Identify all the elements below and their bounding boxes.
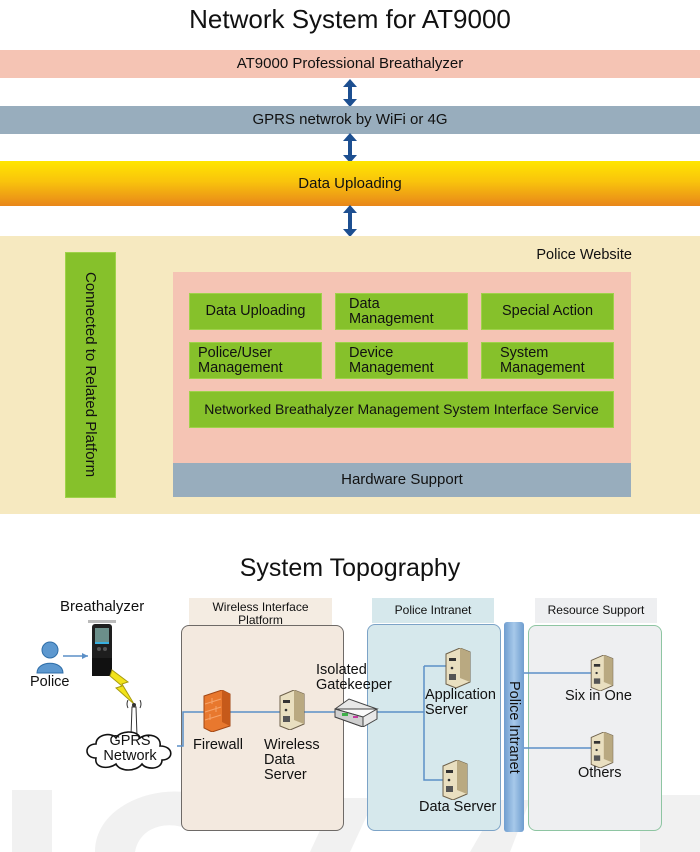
data-uploading-band-label: Data Uploading [298, 175, 402, 192]
gprs-label-line: GPRS [109, 733, 151, 749]
module-label: Device [349, 344, 394, 361]
module-label: Data [349, 295, 380, 312]
website-modules-container: Data Uploading Data Management Special A… [173, 272, 631, 482]
module-data-management: Data Management [335, 293, 468, 330]
gprs-network-label: GPRS Network [90, 734, 170, 764]
six-in-one-server-icon [590, 655, 614, 691]
gatekeeper-label-line: Gatekeeper [316, 677, 392, 693]
bidirectional-arrow-icon [343, 133, 357, 163]
others-server-icon [590, 732, 614, 768]
application-server-icon [445, 648, 471, 688]
gprs-label-line: Network [103, 748, 157, 764]
topography-title: System Topography [239, 554, 461, 582]
server-label-line: Data [264, 752, 295, 768]
module-special-action: Special Action [481, 293, 614, 330]
connected-related-platform-label: Connected to Related Platform [82, 272, 99, 478]
firewall-icon [203, 690, 231, 732]
server-label-line: Server [425, 702, 468, 718]
resource-support-header: Resource Support [535, 598, 657, 623]
gprs-band-label: GPRS netwrok by WiFi or 4G [252, 111, 448, 128]
module-label: Police/User [198, 344, 273, 361]
gatekeeper-label-line: Isolated [316, 662, 367, 678]
police-intranet-header: Police Intranet [372, 598, 494, 623]
police-intranet-box [367, 624, 501, 831]
lightning-bolt-icon [109, 669, 135, 705]
wireless-data-server-label: Wireless Data Server [264, 738, 320, 783]
police-label: Police [30, 674, 70, 690]
police-intranet-bar-label: Police Intranet [506, 680, 522, 774]
module-label: System [500, 344, 549, 361]
module-police-user-management: Police/User Management [189, 342, 322, 379]
module-label: Special Action [501, 303, 594, 319]
gprs-cloud-icon [86, 731, 172, 771]
hardware-support-bar: Hardware Support [173, 463, 631, 497]
others-label: Others [578, 765, 622, 781]
police-person-icon [36, 641, 64, 674]
network-system-title: Network System for AT9000 [189, 4, 511, 34]
bidirectional-arrow-icon [343, 79, 357, 107]
firewall-label: Firewall [193, 737, 243, 753]
hardware-support-label: Hardware Support [341, 471, 463, 488]
police-website-panel: Connected to Related Platform Police Web… [0, 236, 700, 514]
wireless-platform-header: Wireless Interface Platform [189, 598, 332, 627]
isolated-gatekeeper-label: Isolated Gatekeeper [316, 663, 392, 693]
module-label: Networked Breathalyzer Management System… [204, 401, 599, 417]
data-server-label: Data Server [419, 799, 497, 815]
module-system-management: System Management [481, 342, 614, 379]
module-label: Data Uploading [205, 303, 306, 319]
antenna-tower-icon [126, 700, 142, 736]
interface-service-module: Networked Breathalyzer Management System… [189, 391, 614, 428]
resource-support-box [528, 625, 662, 831]
gatekeeper-device-icon [334, 698, 379, 727]
section-label: Wireless Interface [212, 600, 309, 614]
breathalyzer-band-label: AT9000 Professional Breathalyzer [236, 55, 464, 72]
module-label: Management [198, 359, 283, 376]
connected-related-platform-bar: Connected to Related Platform [65, 252, 116, 498]
section-label: Police Intranet [394, 603, 472, 617]
server-label-line: Wireless [264, 737, 320, 753]
module-label: Management [349, 310, 434, 327]
bidirectional-arrow-icon [343, 205, 357, 237]
police-website-label: Police Website [536, 247, 632, 263]
six-in-one-label: Six in One [565, 688, 632, 704]
data-uploading-band: Data Uploading [0, 161, 700, 206]
server-label-line: Server [264, 767, 307, 783]
module-label: Management [349, 359, 434, 376]
breathalyzer-band: AT9000 Professional Breathalyzer [0, 50, 700, 78]
application-server-label: Application Server [425, 688, 496, 718]
breathalyzer-device-icon [88, 620, 116, 676]
gprs-to-firewall-line [177, 711, 215, 747]
section-label: Platform [238, 613, 283, 627]
breathalyzer-label: Breathalyzer [60, 598, 145, 615]
module-data-uploading: Data Uploading [189, 293, 322, 330]
gprs-band: GPRS netwrok by WiFi or 4G [0, 106, 700, 134]
data-server-icon [442, 760, 468, 800]
section-label: Resource Support [547, 603, 645, 617]
wireless-data-server-icon [279, 690, 305, 730]
module-label: Management [500, 359, 585, 376]
server-label-line: Application [425, 687, 496, 703]
police-intranet-bar: Police Intranet [504, 622, 524, 832]
module-device-management: Device Management [335, 342, 468, 379]
